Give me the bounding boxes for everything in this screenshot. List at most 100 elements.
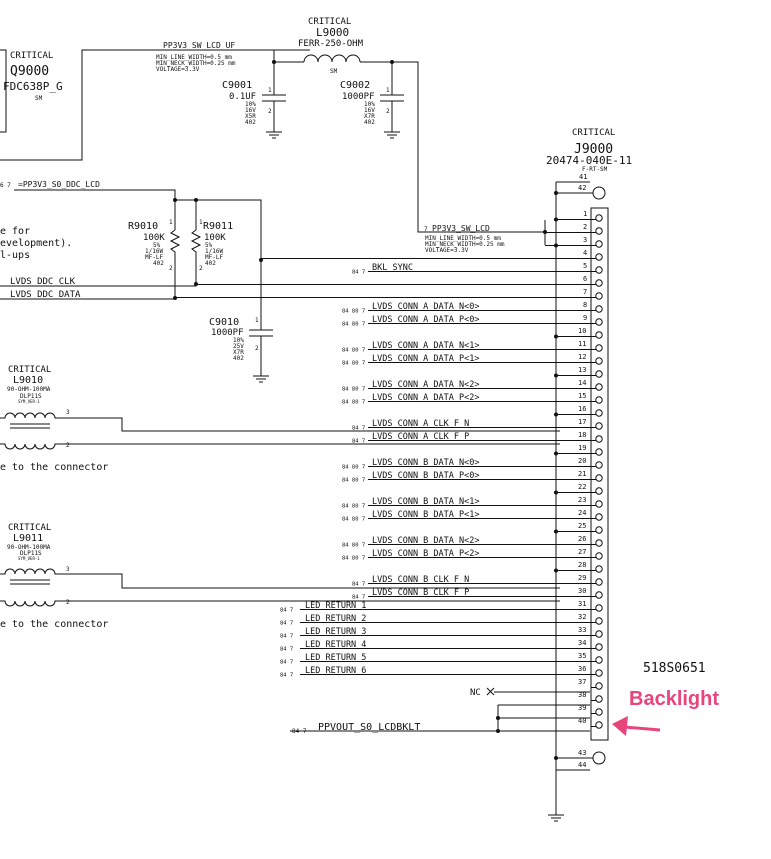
pin-11-number: 11 [578, 340, 586, 348]
net-uf-line3: VOLTAGE=3.3V [156, 66, 200, 73]
c9002-val: 1000PF [342, 92, 375, 102]
pin-15-contact [595, 396, 603, 404]
signal-name-pin-20: LVDS_CONN_B_DATA_N<0> [372, 458, 479, 468]
l9011-note: e to the connector [0, 619, 108, 630]
ddc-net-name: =PP3V3_S0_DDC_LCD [18, 180, 100, 189]
pin-19-number: 19 [578, 444, 586, 452]
signal-prefix-pin-29: 84 7 [352, 582, 365, 588]
led-name-pin-36: LED_RETURN_6 [305, 666, 366, 676]
pin-22-number: 22 [578, 483, 586, 491]
svg-text:2: 2 [169, 265, 173, 272]
pin-1-number: 1 [583, 210, 587, 218]
net-ddc-data: LVDS_DDC_DATA [10, 290, 81, 300]
signal-name-pin-18: LVDS_CONN_A_CLK_F_P [372, 432, 469, 442]
pin-16-contact [595, 409, 603, 417]
q9000-critical: CRITICAL [10, 51, 53, 61]
pin-28-gnd-dot [554, 568, 558, 573]
c9002-capacitor: C9002 1000PF 10% 16V X7R 402 1 2 [340, 60, 404, 139]
pin-31-contact [595, 604, 603, 612]
pin-6-number: 6 [583, 275, 587, 283]
signal-prefix-pin-9: 84 80 7 [342, 322, 365, 328]
c9002-s2: 16V [364, 107, 375, 114]
signal-prefix-pin-14: 84 80 7 [342, 387, 365, 393]
pin-7-number: 7 [583, 288, 587, 296]
pin-14-number: 14 [578, 379, 586, 387]
l9000-inductor: CRITICAL L9000 FERR-250-OHM SM [274, 17, 545, 233]
pin-19-contact [595, 448, 603, 456]
led-name-pin-32: LED_RETURN_2 [305, 614, 366, 624]
signal-name-pin-15: LVDS_CONN_A_DATA_P<2> [372, 393, 479, 403]
ddc-prefix: 6 7 [0, 182, 11, 189]
signal-prefix-pin-17: 84 7 [352, 426, 365, 432]
j9000-part: 20474-040E-11 [546, 154, 632, 167]
pin-27-contact [595, 552, 603, 560]
l9011-part: 90-OHM-100MA [7, 544, 51, 551]
signal-name-pin-9: LVDS_CONN_A_DATA_P<0> [372, 315, 479, 325]
pin-11-contact [595, 344, 603, 352]
led-name-pin-33: LED_RETURN_3 [305, 627, 366, 637]
wire-q9000-drain [0, 49, 310, 161]
pin-30-contact [595, 591, 603, 599]
led-prefix-pin-33: 84 7 [280, 634, 293, 640]
left-note: e for evelopment). l-ups [0, 226, 72, 261]
ddc-pullup-block: 6 7 =PP3V3_S0_DDC_LCD R9010 100K 5% 1/16… [0, 180, 262, 321]
arrowhead-icon [612, 716, 628, 736]
pin-12-number: 12 [578, 353, 586, 361]
signal-prefix-pin-21: 84 80 7 [342, 478, 365, 484]
signal-name-pin-14: LVDS_CONN_A_DATA_N<2> [372, 380, 479, 390]
pin-26-contact [595, 539, 603, 547]
c9001-ref: C9001 [222, 80, 252, 91]
r9011-ref: R9011 [203, 221, 233, 232]
svg-text:2: 2 [386, 108, 390, 115]
signal-prefix-pin-8: 84 80 7 [342, 309, 365, 315]
j9000-body [590, 207, 609, 741]
net-uf-line2: MIN_NECK_WIDTH=0.25 mm [156, 60, 236, 67]
pin-9-contact [595, 318, 603, 326]
led-prefix-pin-36: 84 7 [280, 673, 293, 679]
c9010-s4: 402 [233, 355, 244, 362]
pin-16-gnd-dot [554, 412, 558, 417]
pin-8-contact [595, 305, 603, 313]
note-line3: l-ups [0, 250, 30, 261]
signal-name-pin-30: LVDS_CONN_B_CLK_F_P [372, 588, 469, 598]
signal-name-pin-11: LVDS_CONN_A_DATA_N<1> [372, 341, 479, 351]
pin-33-number: 33 [578, 626, 586, 634]
pin-29-contact [595, 578, 603, 586]
signal-prefix-pin-18: 84 7 [352, 439, 365, 445]
signal-name-pin-27: LVDS_CONN_B_DATA_P<2> [372, 549, 479, 559]
pin-12-contact [595, 357, 603, 365]
r9010-ref: R9010 [128, 221, 158, 232]
pin-43: 43 [578, 749, 586, 757]
r9011-s3: MF-LF [205, 254, 223, 261]
pin-25-number: 25 [578, 522, 586, 530]
pin-13-gnd-dot [554, 373, 558, 378]
pin-28-number: 28 [578, 561, 586, 569]
pin-18-number: 18 [578, 431, 586, 439]
pin-40-contact [595, 721, 603, 729]
l9000-ref: L9000 [316, 26, 349, 39]
r9011-s1: 5% [205, 242, 213, 249]
c9002-s4: 402 [364, 119, 375, 126]
signal-prefix-pin-24: 84 80 7 [342, 517, 365, 523]
pp3v3-sw-lcd-line3: VOLTAGE=3.3V [425, 247, 469, 254]
pin-24-number: 24 [578, 509, 586, 517]
svg-text:1: 1 [255, 317, 259, 324]
pin-5-contact [595, 266, 603, 274]
led-name-pin-34: LED_RETURN_4 [305, 640, 366, 650]
c9010-s2: 25V [233, 343, 244, 350]
led-name-pin-31: LED_RETURN_1 [305, 601, 366, 611]
svg-text:1: 1 [386, 87, 390, 94]
signal-prefix-pin-20: 84 80 7 [342, 465, 365, 471]
svg-text:1: 1 [199, 219, 203, 226]
pin-41: 41 [579, 173, 587, 181]
pin-4-contact [595, 253, 603, 261]
ground-bus [548, 182, 564, 822]
ppvout-net: 84 7 PPVOUT_S0_LCDBKLT [290, 704, 590, 735]
note-line1: e for [0, 226, 30, 237]
arrow-icon [623, 725, 661, 732]
pin-17-number: 17 [578, 418, 586, 426]
pin-37-number: 37 [578, 678, 586, 686]
pp3v3-sw-lcd-line2: MIN_NECK_WIDTH=0.25 mm [425, 241, 505, 248]
pin-44: 44 [578, 761, 586, 769]
part-number: 518S0651 [643, 661, 706, 676]
